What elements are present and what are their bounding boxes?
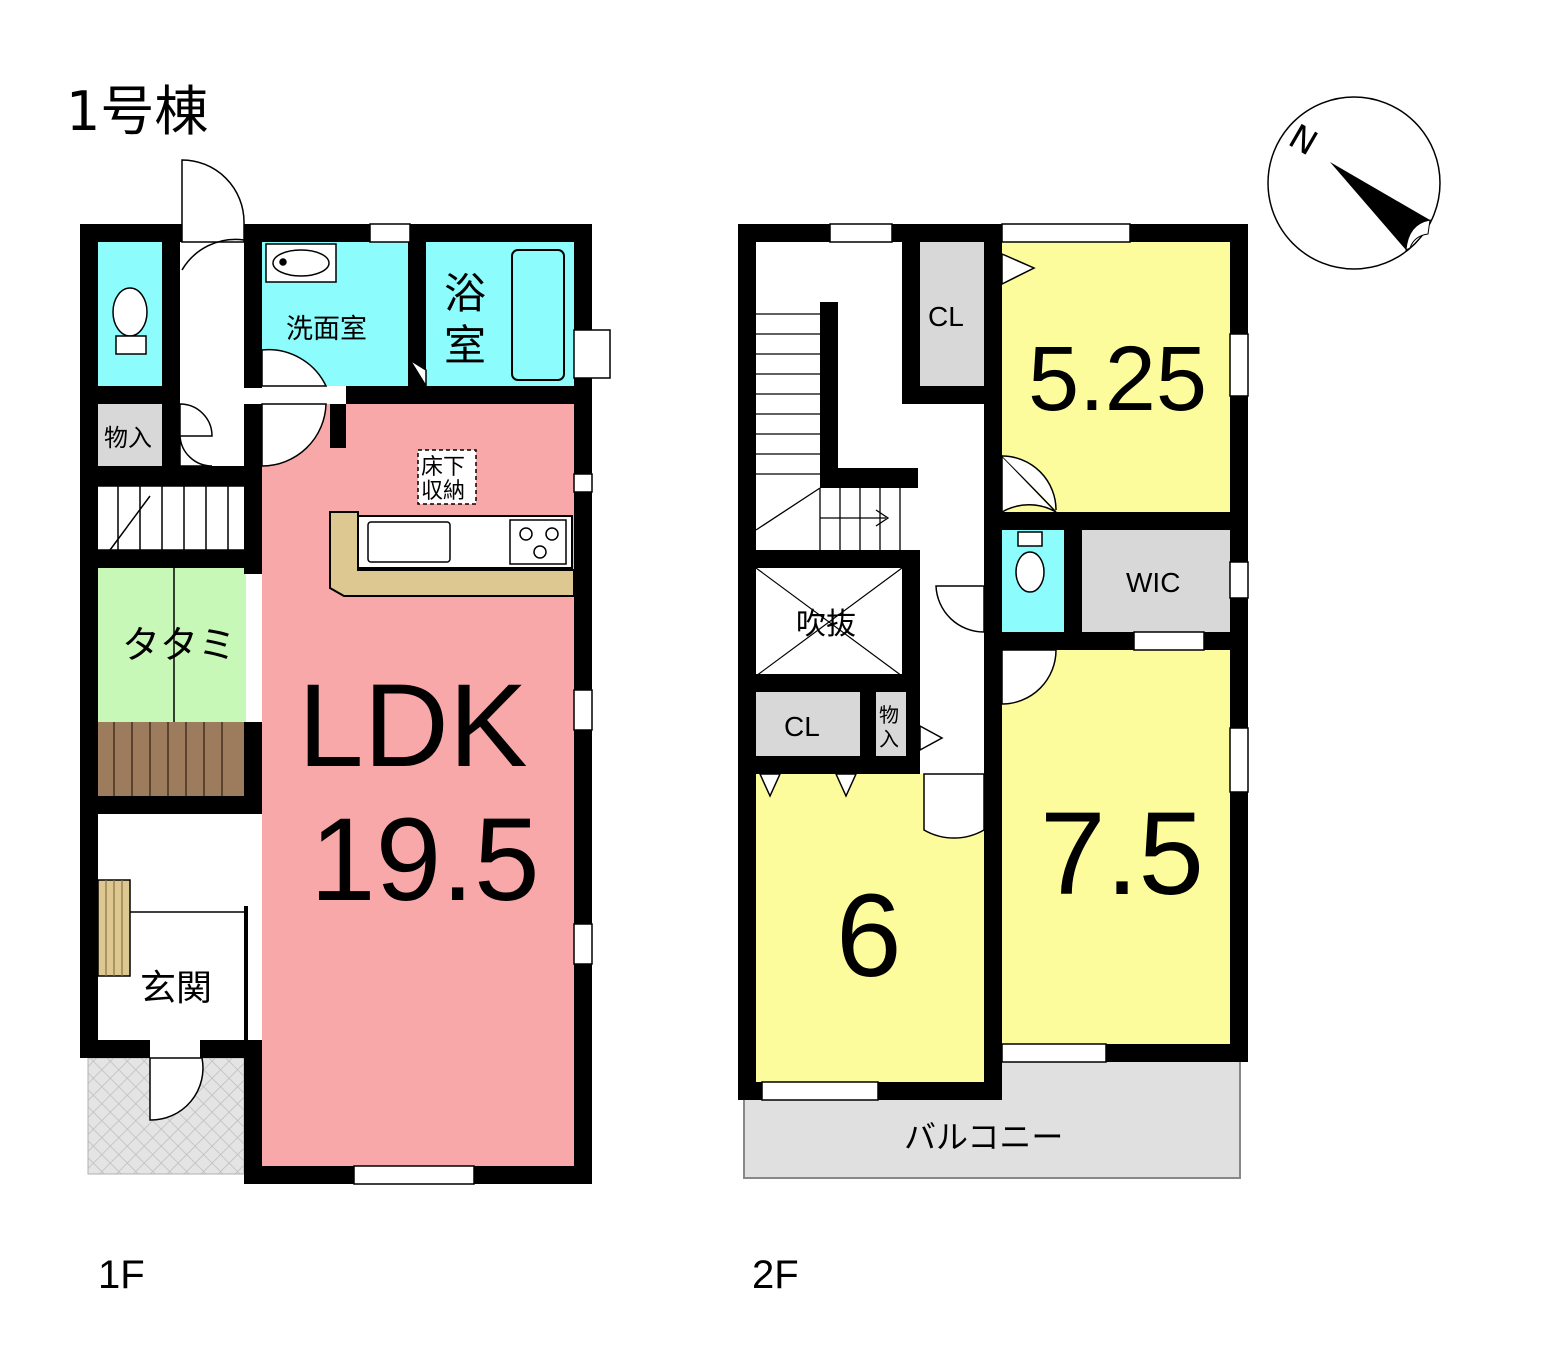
- underfloor-storage: [417, 449, 477, 505]
- compass-icon: N: [1267, 96, 1441, 270]
- floor-label-1f: 1F: [98, 1253, 145, 1297]
- tatami-room: [96, 568, 246, 722]
- room-label-washroom: 洗面室: [286, 314, 367, 345]
- sink-icon: [367, 521, 451, 563]
- room-label-tatami: タタミ: [122, 623, 236, 667]
- room-label-storage-2f-2: 入: [879, 727, 899, 751]
- void-area: [755, 567, 903, 677]
- room-label-bath-1: 浴: [444, 269, 486, 318]
- room-label-wic: WIC: [1126, 567, 1180, 598]
- room-label-storage-2f-1: 物: [879, 703, 899, 727]
- room-label-cl-upper: CL: [928, 301, 964, 332]
- room-label-ldk: LDK: [298, 660, 528, 792]
- kitchen-counter: [329, 511, 575, 597]
- bedroom-525: [1000, 240, 1230, 512]
- bathtub-icon: [511, 249, 565, 381]
- room-size-ldk: 19.5: [310, 794, 540, 926]
- room-label-underfloor-2: 収納: [421, 479, 465, 504]
- storage-2f: [876, 692, 906, 756]
- room-label-void: 吹抜: [796, 607, 856, 642]
- stairs-2f: [755, 313, 901, 550]
- storage-1f: [96, 404, 162, 466]
- bedroom-75: [1000, 650, 1230, 1046]
- room-label-underfloor-1: 床下: [421, 455, 465, 480]
- floor-label-2f: 2F: [752, 1253, 799, 1297]
- toilet-2f-icon: [1015, 531, 1045, 593]
- room-label-storage: 物入: [104, 424, 152, 452]
- stairs-1f: [95, 485, 247, 551]
- room-label-entrance: 玄関: [140, 968, 212, 1009]
- room-label-cl-lower: CL: [784, 711, 820, 742]
- wood-floor: [96, 722, 246, 796]
- building-title: 1号棟: [66, 80, 208, 143]
- room-label-bath-2: 室: [444, 321, 486, 370]
- wash-basin-icon: [265, 243, 337, 283]
- closet-lower: [754, 692, 860, 756]
- room-size-6: 6: [836, 870, 902, 1002]
- room-size-525: 5.25: [1028, 328, 1207, 430]
- stove-icon: [509, 519, 567, 565]
- room-size-75: 7.5: [1040, 788, 1204, 920]
- floor-1: 洗面室 浴 室 物入 床下 収納 タタミ LDK 19.5 玄関 1F: [80, 159, 611, 1297]
- floor-2: CL 5.25 WIC 吹抜 CL 物 入 6 7.5 バルコニー 2F: [738, 223, 1249, 1297]
- room-label-balcony: バルコニー: [904, 1118, 1063, 1156]
- closet-upper: [920, 240, 984, 386]
- toilet-icon: [112, 287, 148, 355]
- walk-in-closet: [1082, 528, 1230, 632]
